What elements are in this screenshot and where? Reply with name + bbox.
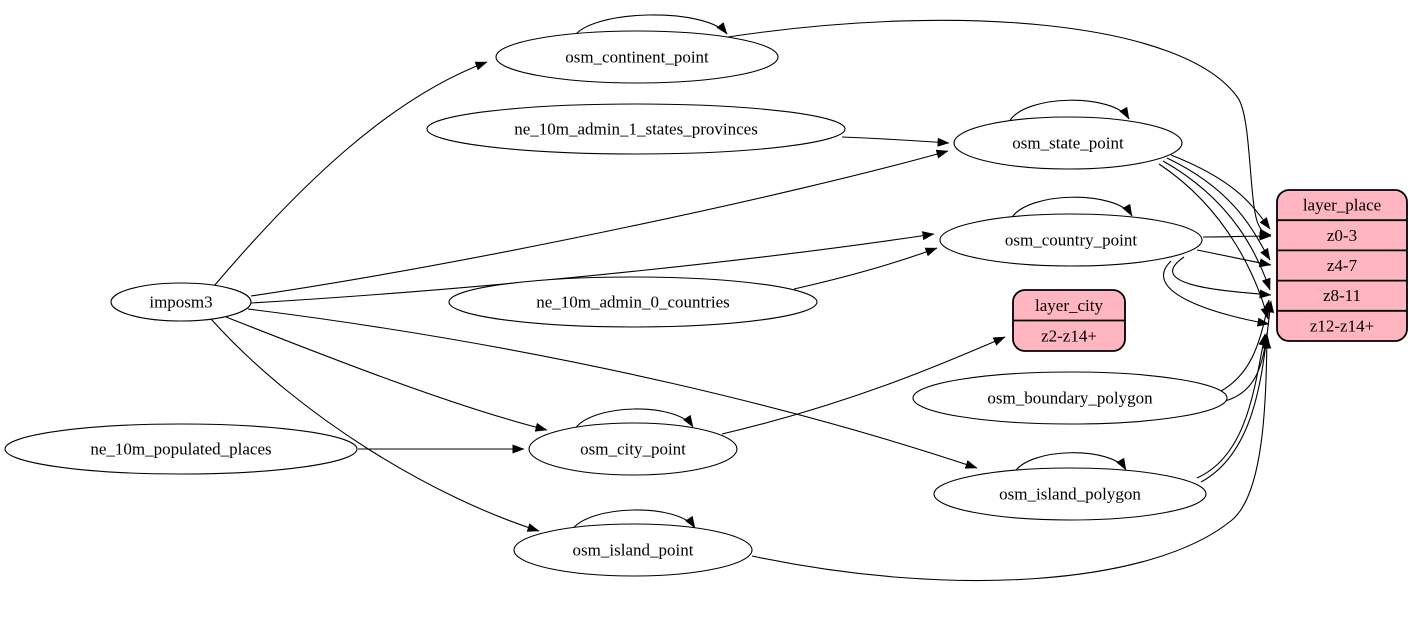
node-osm_island_polygon: osm_island_polygon: [933, 467, 1207, 521]
osm_state_point-label: osm_state_point: [1012, 134, 1124, 153]
imposm3-shape: [110, 282, 252, 322]
edge-osm_state_point-to-layer_place-z8-11: [1162, 160, 1271, 291]
osm_city_point-shape: [528, 422, 738, 476]
ne_10m_admin_0_countries-label: ne_10m_admin_0_countries: [536, 293, 730, 312]
osm_island_polygon-label: osm_island_polygon: [999, 485, 1141, 504]
self-loop-osm_continent_point: [572, 14, 728, 39]
edge-osm_island_polygon-to-layer_place-z12-z14+: [1196, 333, 1268, 479]
edge-imposm3-to-osm_state_point: [250, 149, 949, 297]
osm_country_point-shape: [939, 213, 1203, 267]
self-loop-osm_state_point: [1008, 99, 1130, 123]
nodes-layer: imposm3 osm_continent_point ne_10m_admin_1…: [4, 30, 1408, 577]
edge-imposm3-to-osm_island_polygon: [247, 308, 978, 469]
layer_place-row-z4-7: z4-7: [1327, 256, 1358, 275]
edge-osm_country_point-to-layer_place-z0-3: [1202, 231, 1272, 241]
layer_place-row-z8-11: z8-11: [1323, 286, 1361, 305]
node-osm_city_point: osm_city_point: [528, 422, 738, 476]
edge-osm_island_point-to-layer_place-z12-z14+: [751, 336, 1272, 582]
self-loop-osm_island_point: [570, 509, 696, 532]
edge-osm_state_point-to-layer_place-z4-7: [1166, 157, 1271, 261]
layer_place-row-z12-z14+: z12-z14+: [1310, 316, 1374, 335]
edge-osm_city_point-to-layer_city-z2-z14+: [721, 336, 1006, 435]
node-osm_continent_point: osm_continent_point: [495, 30, 779, 84]
edge-ne_10m_admin_0_countries-to-osm_country_point: [793, 247, 938, 290]
osm_city_point-label: osm_city_point: [580, 440, 686, 459]
node-osm_country_point: osm_country_point: [939, 213, 1203, 267]
layer_place-title: layer_place: [1303, 196, 1381, 215]
layer_city-row-z2-z14+: z2-z14+: [1041, 326, 1097, 345]
node-ne_10m_admin_1_states_provinces: ne_10m_admin_1_states_provinces: [426, 103, 846, 155]
self-loop-osm_island_polygon: [1013, 452, 1127, 474]
ne_10m_populated_places-label: ne_10m_populated_places: [90, 440, 271, 459]
osm_country_point-label: osm_country_point: [1005, 231, 1137, 250]
edge-imposm3-to-osm_city_point: [225, 316, 548, 432]
ne_10m_admin_1_states_provinces-shape: [426, 103, 846, 155]
node-osm_island_point: osm_island_point: [513, 523, 753, 577]
edge-osm_country_point-to-layer_place-z4-7: [1196, 249, 1272, 268]
edge-osm_continent_point-to-layer_place-z0-3: [727, 19, 1272, 238]
edge-osm_island_polygon-to-layer_place-z8-11: [1200, 300, 1275, 483]
layer_place-row-z0-3: z0-3: [1327, 226, 1357, 245]
ne_10m_admin_1_states_provinces-label: ne_10m_admin_1_states_provinces: [514, 120, 758, 139]
edge-osm_state_point-to-layer_place-z0-3: [1170, 154, 1271, 230]
osm_state_point-shape: [953, 116, 1183, 170]
layer_city-title: layer_city: [1035, 296, 1103, 315]
node-imposm3: imposm3: [110, 282, 252, 322]
node-ne_10m_admin_0_countries: ne_10m_admin_0_countries: [448, 276, 818, 328]
node-osm_state_point: osm_state_point: [953, 116, 1183, 170]
osm_island_point-shape: [513, 523, 753, 577]
edge-ne_10m_admin_1_states_provinces-to-osm_state_point: [841, 136, 950, 147]
node-layer_place: layer_place z0-3 z4-7 z8-11 z12-z14+: [1276, 189, 1408, 342]
edge-osm_boundary_polygon-to-layer_place-z8-11: [1220, 299, 1272, 392]
osm_continent_point-shape: [495, 30, 779, 84]
node-osm_boundary_polygon: osm_boundary_polygon: [912, 371, 1228, 425]
self-loop-osm_country_point: [1010, 196, 1133, 220]
edge-imposm3-to-osm_country_point: [250, 231, 935, 304]
ne_10m_populated_places-shape: [4, 423, 358, 475]
edges-layer: [210, 14, 1275, 582]
ne_10m_admin_0_countries-shape: [448, 276, 818, 328]
edge-osm_country_point-to-layer_place-z8-11: [1172, 256, 1272, 299]
imposm3-label: imposm3: [149, 293, 212, 312]
osm_boundary_polygon-label: osm_boundary_polygon: [987, 389, 1153, 408]
osm_island_point-label: osm_island_point: [573, 541, 694, 560]
node-ne_10m_populated_places: ne_10m_populated_places: [4, 423, 358, 475]
layer_place-shape: [1276, 189, 1408, 342]
edge-osm_country_point-to-layer_place-z12-z14+: [1163, 260, 1270, 327]
osm_boundary_polygon-shape: [912, 371, 1228, 425]
osm_continent_point-label: osm_continent_point: [565, 48, 709, 67]
edge-imposm3-to-osm_island_point: [210, 318, 540, 532]
osm_island_polygon-shape: [933, 467, 1207, 521]
node-layer_city: layer_city z2-z14+: [1012, 289, 1126, 352]
self-loop-osm_city_point: [573, 408, 694, 431]
edge-imposm3-to-osm_continent_point: [213, 61, 488, 287]
